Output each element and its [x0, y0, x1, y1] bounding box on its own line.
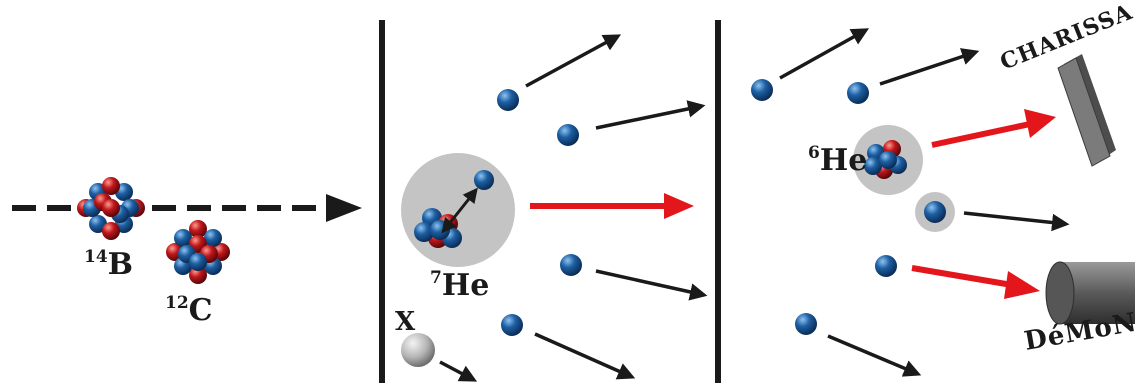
boron-14-nucleus [77, 177, 145, 240]
red-arrowhead-he7 [664, 193, 694, 219]
neutron [924, 201, 946, 223]
unknown-arrow [439, 360, 478, 382]
unknown-label: X [395, 307, 416, 337]
neutron-arrow [595, 269, 708, 301]
neutron-arrow [827, 334, 922, 377]
neutron [560, 254, 582, 276]
neutron [875, 255, 897, 277]
carbon-12-nucleus [166, 220, 230, 284]
neutron [497, 89, 519, 111]
resonance-label: 7He [430, 268, 489, 303]
red-arrow-neutron [911, 265, 1013, 288]
neutron-arrow [879, 48, 980, 86]
panel-2: 7He X [395, 34, 708, 382]
helium-7-halo [401, 153, 515, 267]
neutron [557, 124, 579, 146]
unknown-particle [401, 333, 435, 367]
neutron-arrow [963, 211, 1070, 232]
beam-arrowhead [326, 194, 362, 222]
neutron [751, 79, 773, 101]
neutron [795, 313, 817, 335]
neutron-arrow [779, 28, 870, 80]
red-arrowhead-neutron [1004, 271, 1040, 299]
demon-detector [1045, 261, 1135, 325]
projectile-label: 14B [84, 247, 133, 282]
panel-3: 6He CHARISSA DéMoN [751, 0, 1135, 377]
red-arrow-he6 [931, 121, 1031, 148]
charissa-detector [1057, 54, 1116, 167]
neutron [501, 314, 523, 336]
helium-6-nucleus [864, 140, 907, 179]
neutron-arrow [534, 332, 636, 380]
neutron-arrow [595, 100, 706, 130]
target-label: 12C [165, 293, 213, 328]
halo-bond-arrow [441, 187, 478, 234]
halo-neutron [474, 170, 494, 190]
fragment-label: 6He [808, 143, 867, 178]
red-arrowhead-he6 [1024, 109, 1056, 138]
neutron-arrow [525, 34, 622, 88]
neutron [847, 82, 869, 104]
panel-1: 14B 12C [12, 177, 362, 328]
